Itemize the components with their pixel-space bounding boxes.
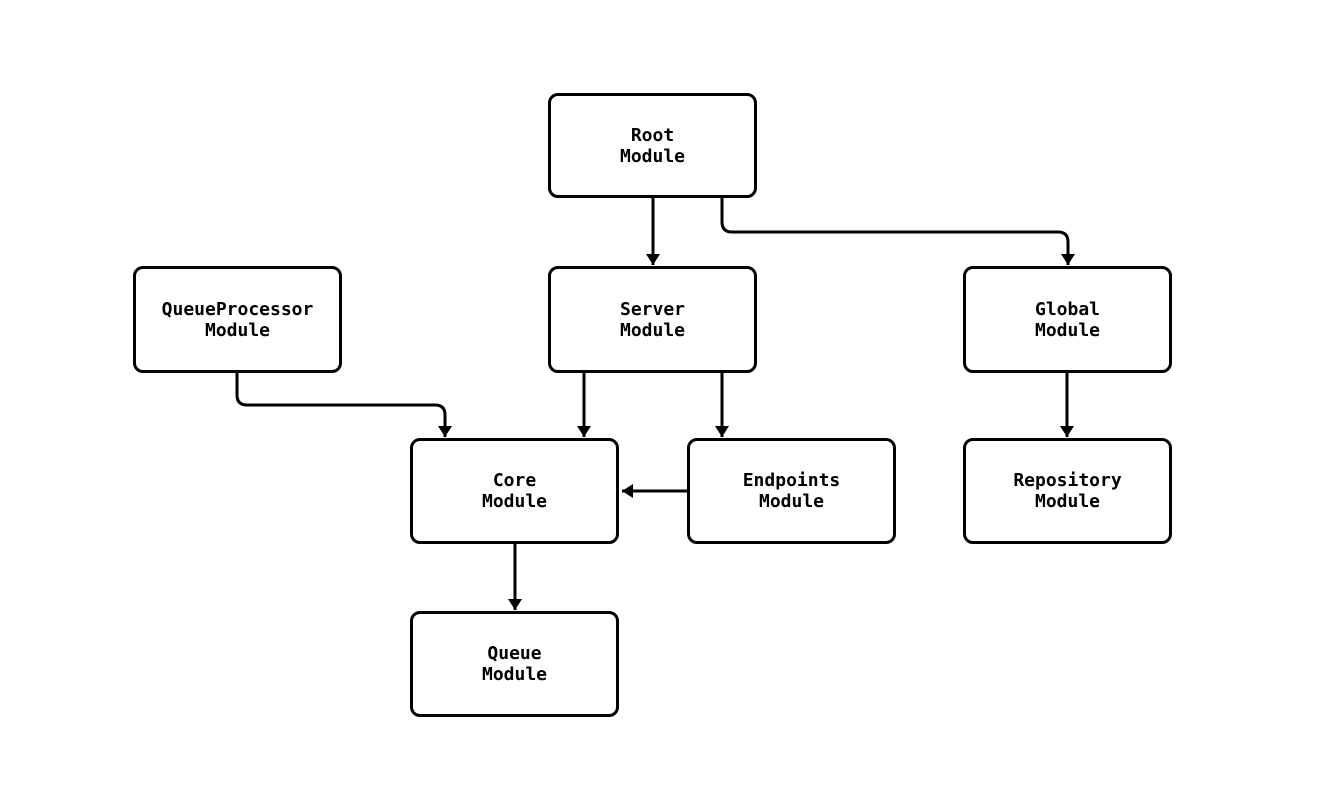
- node-label: Module: [619, 145, 686, 167]
- node-label: Repository: [1013, 470, 1122, 491]
- node-label: Module: [1034, 319, 1101, 341]
- node-label: Module: [1034, 491, 1101, 512]
- node-label: Module: [481, 491, 548, 512]
- node-label: Root: [630, 124, 675, 146]
- node-label: Module: [619, 319, 686, 341]
- node-label: Global: [1034, 298, 1101, 320]
- node-label: Queue: [487, 643, 542, 664]
- node-core-module: Core Module: [410, 438, 619, 544]
- node-endpoints-module: Endpoints Module: [687, 438, 896, 544]
- edge-queueprocessor-to-core: [235, 373, 452, 437]
- node-label: Module: [481, 664, 548, 685]
- node-label: Module: [204, 319, 271, 341]
- node-label: Server: [619, 298, 686, 320]
- node-label: Core: [492, 470, 537, 491]
- node-queue-module: Queue Module: [410, 611, 619, 717]
- node-root-module: Root Module: [548, 93, 757, 198]
- node-repository-module: Repository Module: [963, 438, 1172, 544]
- node-server-module: Server Module: [548, 266, 757, 373]
- node-queueprocessor-module: QueueProcessor Module: [133, 266, 342, 373]
- node-global-module: Global Module: [963, 266, 1172, 373]
- node-label: Endpoints: [742, 470, 841, 491]
- node-label: QueueProcessor: [161, 298, 314, 320]
- node-label: Module: [758, 491, 825, 512]
- edge-root-to-global: [720, 198, 1075, 265]
